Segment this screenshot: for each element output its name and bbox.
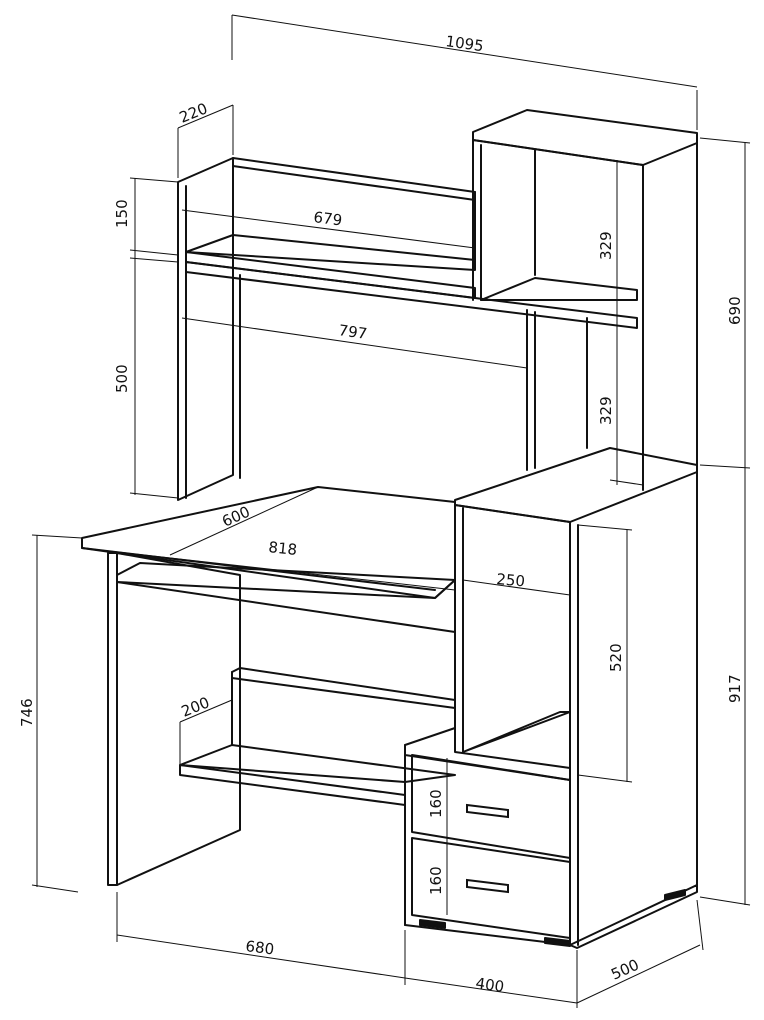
dim-797-line: [181, 317, 528, 369]
dim-400-line: [404, 977, 578, 1004]
dim-220-line: [177, 104, 234, 129]
dim-label-500: 500: [113, 364, 131, 393]
dim-500-depth-line: [576, 944, 701, 1004]
drawer-lower: [411, 837, 571, 939]
hutch-shelf-top: [185, 234, 476, 271]
dim-label-797: 797: [337, 321, 368, 343]
dim-500-ext-right: [696, 899, 704, 951]
dim-label-220: 220: [177, 99, 210, 126]
cabinet-top-front: [454, 504, 571, 523]
dim-label-746: 746: [18, 698, 36, 727]
footrest-back-panel: [231, 667, 456, 709]
drawer-handle-icon: [466, 803, 509, 894]
dim-746-ext-bottom: [31, 884, 79, 893]
dim-818-line: [81, 547, 456, 591]
dim-label-690: 690: [726, 296, 744, 325]
dim-label-520: 520: [607, 643, 625, 672]
footrest-shelf-top: [179, 744, 456, 783]
tower-middle-shelf: [480, 277, 638, 301]
cabinet-foot-left: [419, 919, 446, 929]
dim-label-329-lower: 329: [597, 396, 615, 425]
dim-label-400: 400: [474, 974, 505, 996]
dim-label-1095: 1095: [444, 32, 484, 55]
furniture-outline: [81, 109, 698, 949]
footrest-shelf-front: [179, 764, 406, 806]
dim-600-line: [169, 486, 319, 556]
hutch-shelf-front: [185, 251, 476, 299]
dim-329-ext-top: [609, 159, 644, 166]
dim-label-160-lower: 160: [427, 866, 445, 895]
dim-label-250: 250: [496, 570, 526, 590]
dim-label-500-depth: 500: [608, 956, 641, 984]
dim-520-ext-top: [577, 524, 633, 531]
dim-500-ext-top: [129, 257, 179, 263]
dim-label-917: 917: [726, 674, 744, 703]
cabinet-foot-back: [664, 889, 686, 901]
dim-150-ext-top: [129, 177, 179, 183]
dim-150-ext-bottom: [129, 249, 179, 256]
hutch-bottom-board: [185, 261, 638, 329]
dim-label-680: 680: [245, 937, 276, 958]
drawer-handle-upper: [466, 803, 509, 819]
cabinet-niche-shelf: [462, 711, 571, 753]
drawer-upper: [411, 754, 571, 859]
dimension-labels: 1095 220 150 679 500 797 329 329 690 600…: [18, 32, 744, 996]
dim-746-ext-top: [31, 534, 83, 539]
dim-500-ext-bottom: [129, 492, 179, 499]
cabinet-foot-right: [544, 937, 571, 947]
drawer-handle-lower: [466, 878, 509, 894]
hutch-left-panel: [177, 157, 234, 501]
dim-917-ext-bottom: [699, 896, 751, 906]
dim-329-ext-bottom: [609, 479, 644, 486]
dim-label-200: 200: [179, 693, 212, 720]
dim-1095-line: [231, 14, 698, 88]
desk-left-leg: [116, 552, 241, 886]
dimension-lines: [31, 14, 751, 1008]
dim-label-679: 679: [313, 208, 344, 229]
dim-label-818: 818: [268, 538, 298, 559]
dim-680-line: [116, 934, 406, 979]
dim-679-line: [181, 209, 476, 249]
cabinet-base-front: [404, 924, 571, 946]
keyboard-tray-rail: [116, 581, 456, 633]
cabinet-base: [569, 884, 698, 949]
dim-label-150: 150: [113, 199, 131, 228]
dim-520-ext-bottom: [577, 774, 633, 783]
dim-690-ext-bottom: [699, 464, 751, 469]
hutch-top-back-rail: [232, 157, 476, 201]
dim-690-ext-top: [699, 137, 751, 144]
dim-250-line: [462, 579, 571, 596]
dim-200-line: [179, 699, 233, 723]
desk-left-leg-front: [107, 552, 118, 886]
dim-label-160-upper: 160: [427, 789, 445, 818]
dim-label-329-upper: 329: [597, 231, 615, 260]
